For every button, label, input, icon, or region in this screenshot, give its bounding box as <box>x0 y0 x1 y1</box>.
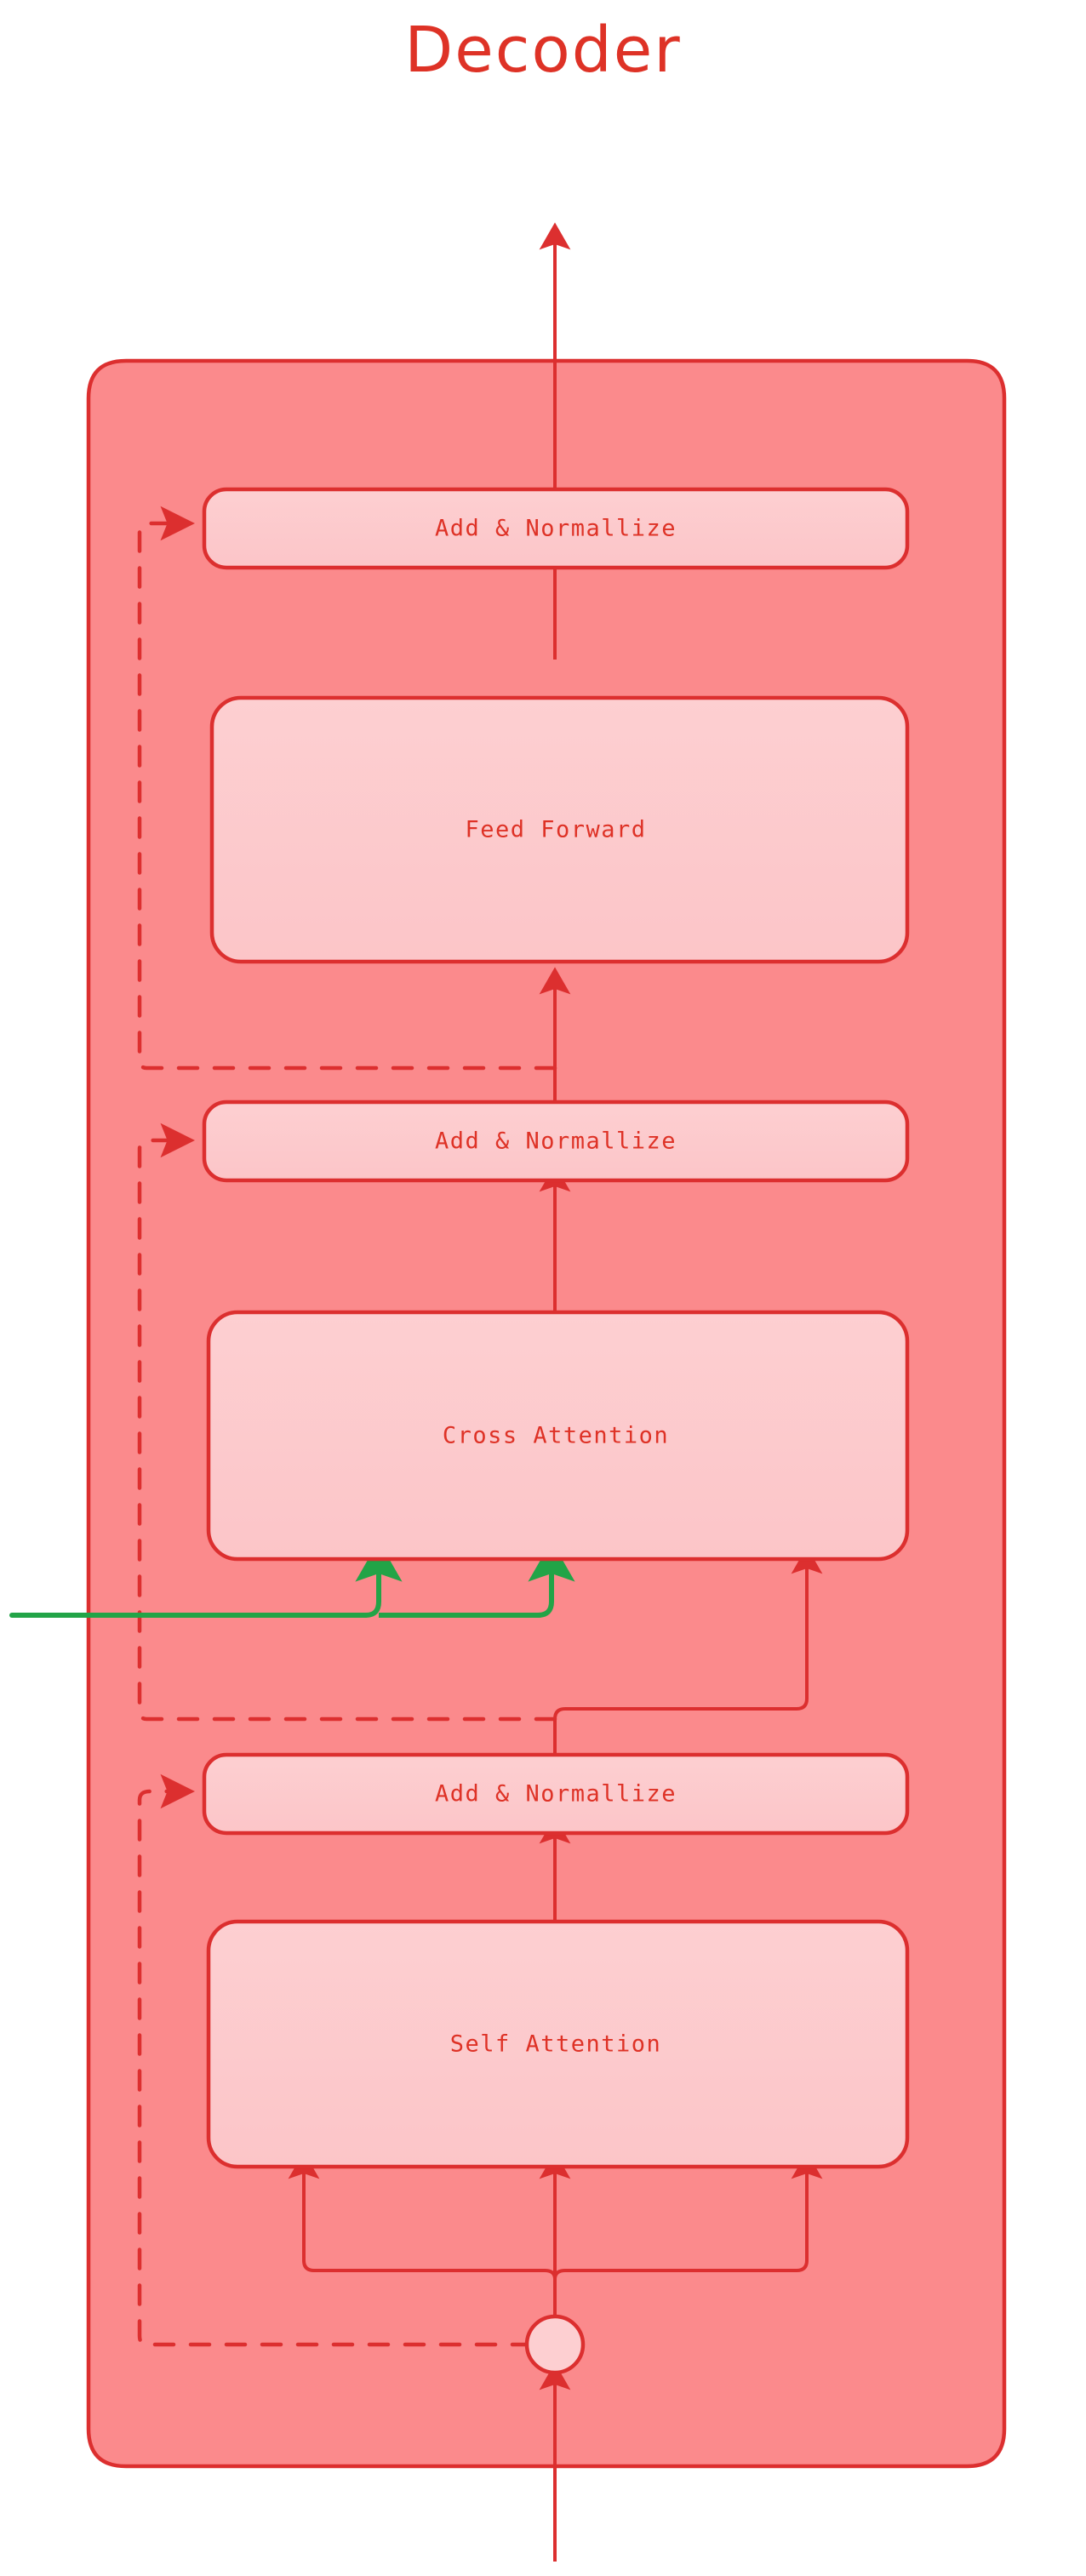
block-add-norm-top[interactable] <box>202 487 910 570</box>
block-cross-attention[interactable] <box>206 1310 910 1562</box>
block-add-norm-bottom[interactable] <box>202 1752 910 1836</box>
residual-connection-bottom <box>137 1773 534 2347</box>
block-self-attention[interactable] <box>206 1919 910 2169</box>
input-node[interactable] <box>524 2314 586 2375</box>
encoder-output-kv-arrows <box>9 1540 575 1618</box>
block-add-norm-mid[interactable] <box>202 1100 910 1183</box>
page-title: Decoder <box>404 14 682 87</box>
block-feed-forward[interactable] <box>209 695 910 964</box>
node-to-self-attention-arrows <box>288 2151 823 2316</box>
residual-connection-mid <box>137 1122 557 1722</box>
add-norm-to-cross-attention-arrow <box>553 1546 823 1757</box>
residual-connection-top <box>137 505 557 1071</box>
